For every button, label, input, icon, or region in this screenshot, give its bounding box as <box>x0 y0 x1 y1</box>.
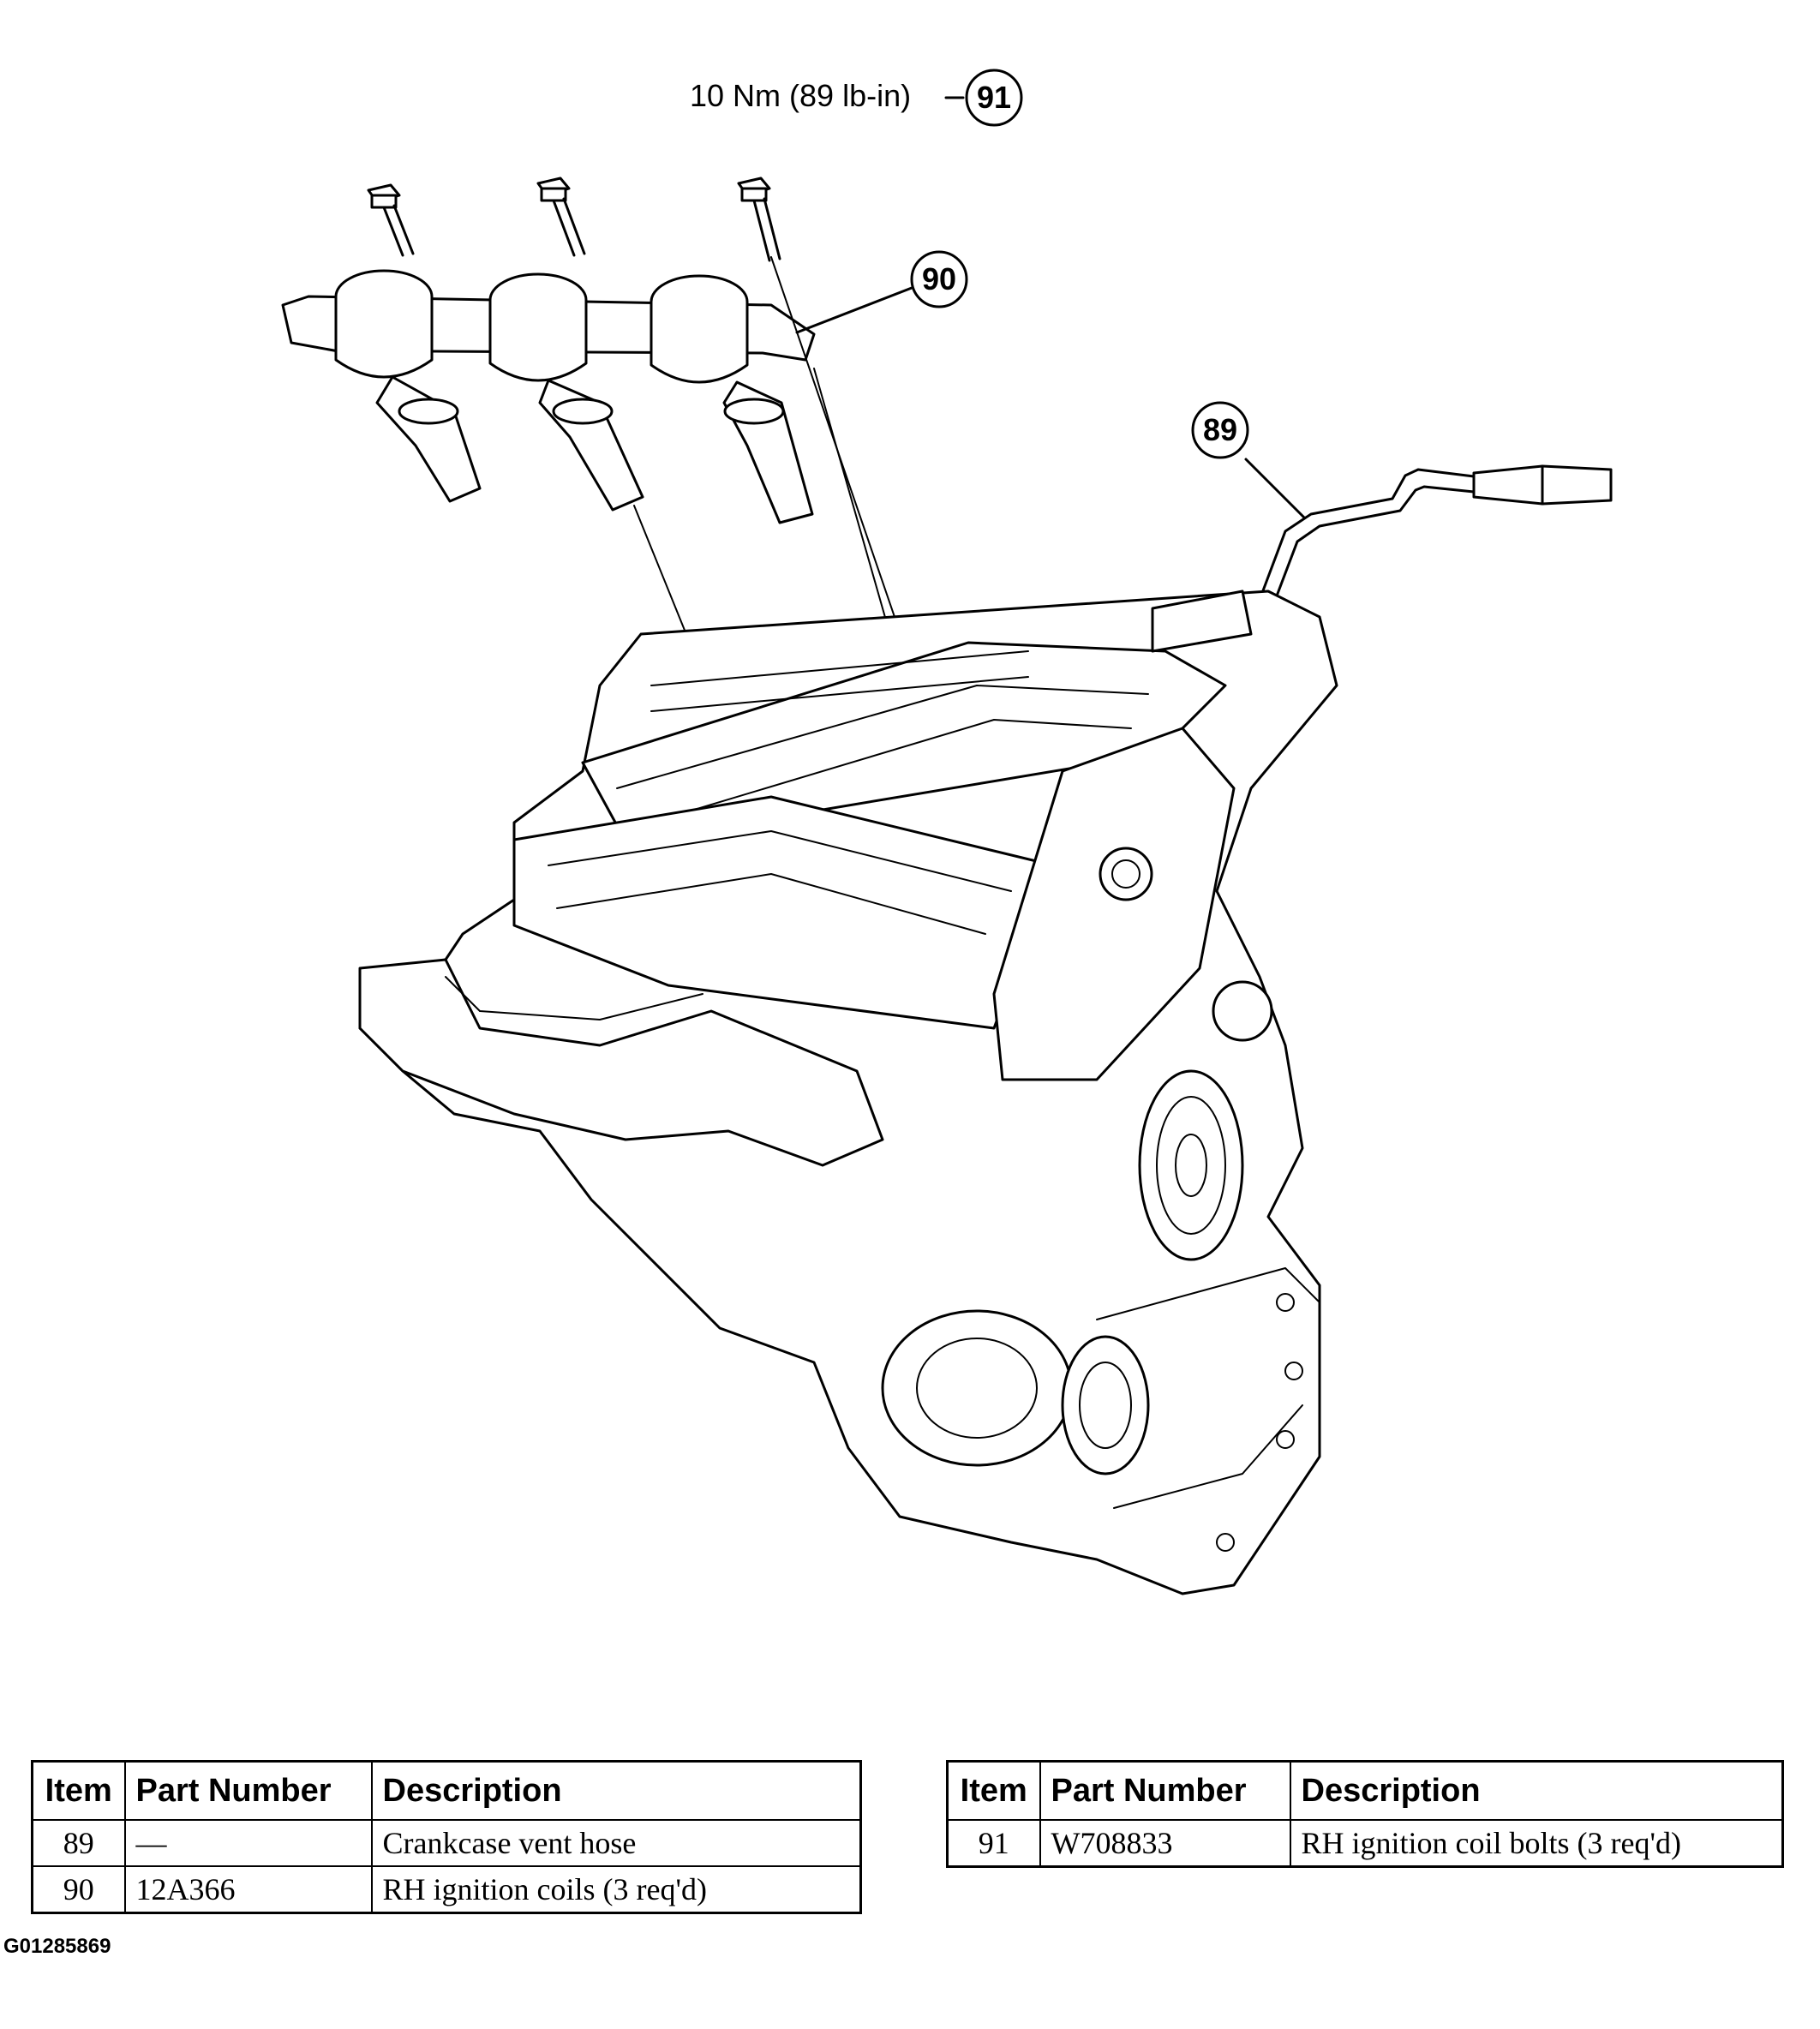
crankcase-vent-hose <box>1185 464 1613 732</box>
coil-bolt-1 <box>367 183 415 257</box>
callout-90-leader <box>795 286 913 334</box>
cell-item: 89 <box>31 1819 126 1867</box>
table-row: 90 12A366 RH ignition coils (3 req'd) <box>31 1865 862 1914</box>
figure-code: G01285869 <box>3 1935 111 1958</box>
ignition-coil-3 <box>650 274 814 524</box>
cell-part-number: 12A366 <box>123 1865 373 1914</box>
header-item: Item <box>31 1760 126 1821</box>
parts-table-right: Item Part Number Description 91 W708833 … <box>946 1760 1784 1868</box>
callout-90-label: 90 <box>922 261 956 296</box>
header-part-number: Part Number <box>1039 1760 1291 1821</box>
cell-part-number: W708833 <box>1039 1819 1291 1868</box>
cell-description: RH ignition coil bolts (3 req'd) <box>1289 1819 1784 1868</box>
callout-91: 91 <box>965 69 1023 127</box>
cell-item: 91 <box>946 1819 1041 1868</box>
ignition-coil-2 <box>488 272 644 512</box>
cell-description: RH ignition coils (3 req'd) <box>370 1865 862 1914</box>
table-row: 89 — Crankcase vent hose <box>31 1819 862 1867</box>
table-header-row: Item Part Number Description <box>31 1760 862 1821</box>
callout-90: 90 <box>910 250 968 308</box>
callout-89-label: 89 <box>1203 412 1237 447</box>
parts-table-left: Item Part Number Description 89 — Crankc… <box>31 1760 862 1914</box>
callout-89-leader <box>1244 458 1306 519</box>
table-row: 91 W708833 RH ignition coil bolts (3 req… <box>946 1819 1784 1868</box>
engine-block <box>358 590 1338 1595</box>
ignition-coil-1 <box>334 269 482 503</box>
callout-91-label: 91 <box>977 80 1011 115</box>
header-description: Description <box>370 1760 862 1821</box>
coil-bolt-2 <box>536 177 586 257</box>
header-description: Description <box>1289 1760 1784 1821</box>
callout-89: 89 <box>1191 401 1249 459</box>
coil-bolt-3 <box>737 177 781 262</box>
torque-spec-label: 10 Nm (89 lb-in) <box>690 78 911 113</box>
cell-part-number: — <box>123 1819 373 1867</box>
cell-description: Crankcase vent hose <box>370 1819 862 1867</box>
cell-item: 90 <box>31 1865 126 1914</box>
header-item: Item <box>946 1760 1041 1821</box>
header-part-number: Part Number <box>123 1760 373 1821</box>
table-header-row: Item Part Number Description <box>946 1760 1784 1821</box>
